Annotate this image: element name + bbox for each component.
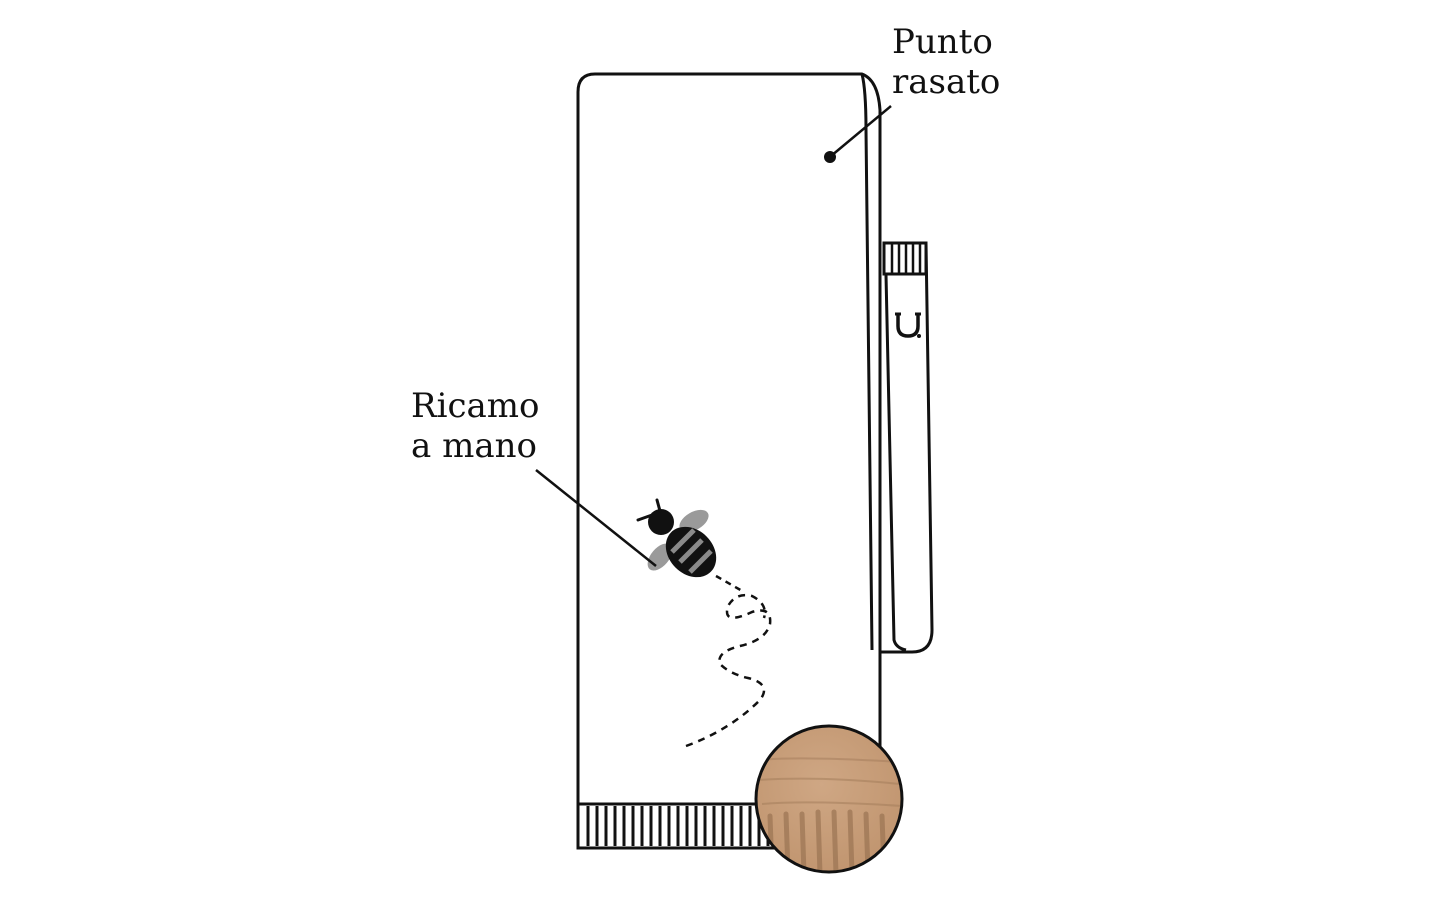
label-embroidery-line2: a mano <box>411 426 537 466</box>
folded-strap <box>872 241 934 654</box>
bottom-rib <box>576 802 780 850</box>
bee-trail-start <box>715 574 745 594</box>
leader-embroidery <box>535 469 657 567</box>
horseshoe-icon <box>895 312 921 338</box>
bee-icon <box>636 498 717 578</box>
label-embroidery-line1: Ricamo <box>411 386 540 426</box>
label-stitch-type: Punto rasato <box>892 22 1000 102</box>
knit-swatch-icon <box>754 724 904 874</box>
label-stitch-type-line2: rasato <box>892 62 1001 102</box>
scarf-body <box>576 72 882 850</box>
bee-flight-trail <box>685 593 772 748</box>
strap-rib <box>882 241 928 276</box>
label-stitch-type-line1: Punto <box>892 22 993 62</box>
leader-stitch <box>824 105 892 163</box>
label-embroidery: Ricamo a mano <box>411 386 540 466</box>
